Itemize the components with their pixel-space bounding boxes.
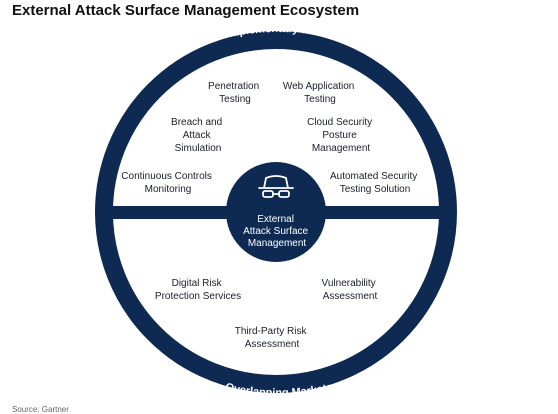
market-continuous-controls-monitoring: Continuous Controls Monitoring: [121, 171, 214, 195]
spy-incognito-icon: [258, 175, 294, 198]
market-third-party-risk-assessment: Third-Party Risk Assessment: [235, 326, 309, 350]
overlapping-markets-label: Overlapping Markets: [224, 381, 333, 399]
center-label-line-2: Attack Surface: [243, 226, 308, 237]
market-breach-attack-simulation: Breach and Attack Simulation: [171, 117, 225, 154]
market-cloud-security-posture-management: Cloud Security Posture Management: [307, 117, 375, 154]
market-penetration-testing: Penetration Testing: [208, 81, 262, 105]
source-note: Source: Gartner: [12, 405, 69, 414]
diagram-title: External Attack Surface Management Ecosy…: [12, 2, 360, 19]
market-web-application-testing: Web Application Testing: [283, 81, 357, 105]
center-hub: [226, 162, 326, 262]
center-label-line-3: Management: [248, 238, 307, 249]
svg-text:External Attack Surface: External Attack Surface Management: [243, 214, 311, 249]
market-digital-risk-protection: Digital Risk Protection Services: [155, 278, 241, 302]
market-vulnerability-assessment: Vulnerability Assessment: [322, 278, 379, 302]
market-automated-security-testing: Automated Security Testing Solution: [330, 171, 420, 195]
center-label-line-1: External: [257, 214, 294, 225]
